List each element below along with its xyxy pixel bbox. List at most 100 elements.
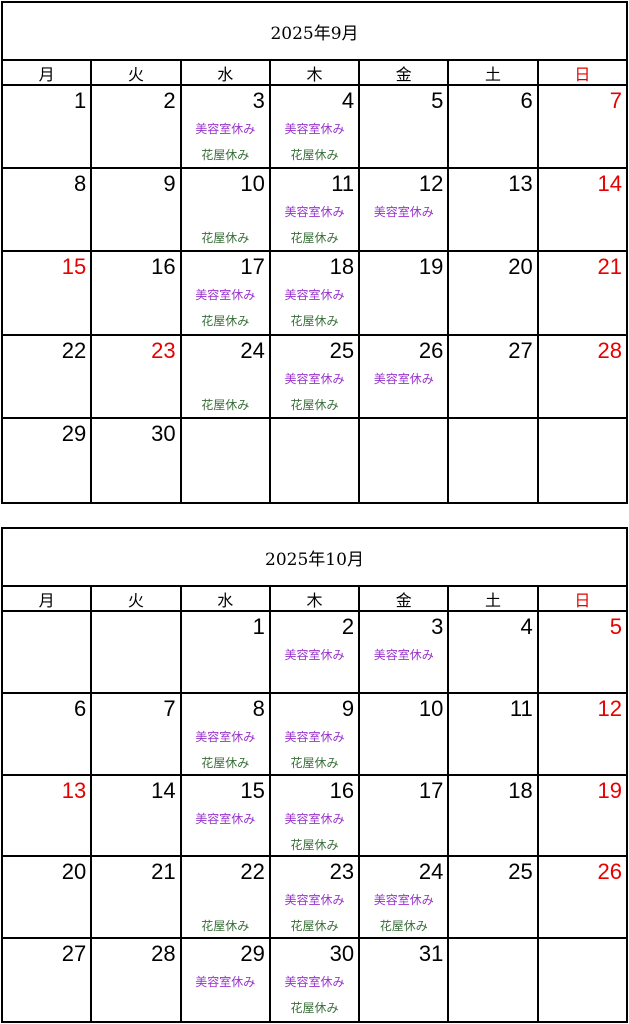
day-cell: 12 <box>539 694 626 774</box>
salon-closed-note: 美容室休み <box>284 811 345 826</box>
day-cell: 5 <box>539 612 626 692</box>
day-cell <box>539 419 626 502</box>
weekday-label: 月 <box>3 587 93 610</box>
day-number: 18 <box>329 254 355 280</box>
salon-closed-note: 美容室休み <box>284 122 345 136</box>
salon-closed-note: 美容室休み <box>195 122 256 136</box>
day-cell: 22 <box>3 335 93 417</box>
day-number: 21 <box>151 859 176 885</box>
day-cell <box>449 418 539 502</box>
salon-closed-note: 美容室休み <box>195 811 256 826</box>
salon-closed-note: 美容室休み <box>284 205 345 220</box>
day-cell: 30 <box>92 418 182 502</box>
day-number: 3 <box>252 88 265 113</box>
salon-closed-note: 美容室休み <box>373 205 434 220</box>
day-cell: 7 <box>92 693 182 774</box>
day-number: 18 <box>508 777 533 803</box>
day-number: 25 <box>508 859 533 885</box>
day-cell: 2 <box>92 86 182 168</box>
day-cell: 27 <box>3 939 93 1021</box>
weekday-label: 火 <box>92 61 182 84</box>
day-cell: 17 <box>360 775 450 856</box>
salon-closed-note: 美容室休み <box>373 893 434 908</box>
day-number: 26 <box>597 859 622 885</box>
florist-closed-note: 花屋休み <box>290 314 339 329</box>
weekday-label: 土 <box>449 61 539 84</box>
day-number: 2 <box>163 88 176 113</box>
day-number: 8 <box>74 171 87 197</box>
day-cell: 10 花屋休み <box>182 169 271 251</box>
day-number: 15 <box>240 777 265 803</box>
day-cell: 15 美容室休み <box>182 775 271 856</box>
weekday-label: 火 <box>92 587 182 610</box>
day-number: 8 <box>252 695 265 721</box>
weekday-header: 月火水木金土日 <box>3 587 626 612</box>
day-number: 4 <box>520 614 533 639</box>
day-cell <box>360 418 450 502</box>
day-number: 25 <box>329 337 355 363</box>
weekday-label: 土 <box>449 587 539 610</box>
day-number: 29 <box>240 941 265 967</box>
day-number: 15 <box>61 254 87 280</box>
day-number: 5 <box>431 88 444 113</box>
day-number: 10 <box>240 171 265 197</box>
day-cell: 13 <box>449 169 539 251</box>
salon-closed-note: 美容室休み <box>373 648 434 662</box>
salon-closed-note: 美容室休み <box>195 975 256 990</box>
day-cell: 21 <box>92 857 182 938</box>
day-cell: 23 <box>92 335 182 417</box>
day-cell: 1 <box>182 612 271 692</box>
day-cell: 4 美容室休み花屋休み <box>271 86 361 168</box>
weekday-label: 水 <box>182 587 271 610</box>
florist-closed-note: 花屋休み <box>201 755 250 770</box>
day-number: 12 <box>418 171 444 197</box>
day-number: 11 <box>509 695 533 721</box>
florist-closed-note: 花屋休み <box>201 314 250 329</box>
day-number: 14 <box>597 171 622 197</box>
day-cell: 14 <box>92 775 182 856</box>
day-number: 1 <box>74 88 87 113</box>
salon-closed-note: 美容室休み <box>195 729 256 744</box>
day-cell <box>449 939 539 1021</box>
day-number: 7 <box>163 695 176 721</box>
day-cell: 28 <box>539 336 626 417</box>
day-cell: 6 <box>3 693 93 774</box>
day-cell: 19 <box>539 776 626 856</box>
day-number: 21 <box>597 254 622 280</box>
day-number: 20 <box>61 859 87 885</box>
day-number: 4 <box>341 88 355 113</box>
florist-closed-note: 花屋休み <box>290 148 339 162</box>
florist-closed-note: 花屋休み <box>201 231 250 246</box>
day-cell: 18 <box>449 775 539 856</box>
day-number: 19 <box>418 254 444 280</box>
day-cell: 1 <box>3 86 93 168</box>
day-number: 6 <box>74 695 87 721</box>
day-number: 29 <box>61 420 87 446</box>
day-number: 10 <box>418 695 444 721</box>
calendar-title: 2025年10月 <box>3 529 626 587</box>
day-cell: 29 美容室休み <box>182 939 271 1021</box>
florist-closed-note: 花屋休み <box>201 148 250 162</box>
day-cell: 29 <box>3 418 93 502</box>
florist-closed-note: 花屋休み <box>201 397 250 412</box>
day-cell: 4 <box>449 612 539 692</box>
day-cell: 3 美容室休み花屋休み <box>182 86 271 168</box>
day-cell <box>3 612 93 692</box>
day-number: 13 <box>508 171 533 197</box>
salon-closed-note: 美容室休み <box>284 648 345 662</box>
salon-closed-note: 美容室休み <box>284 893 345 908</box>
